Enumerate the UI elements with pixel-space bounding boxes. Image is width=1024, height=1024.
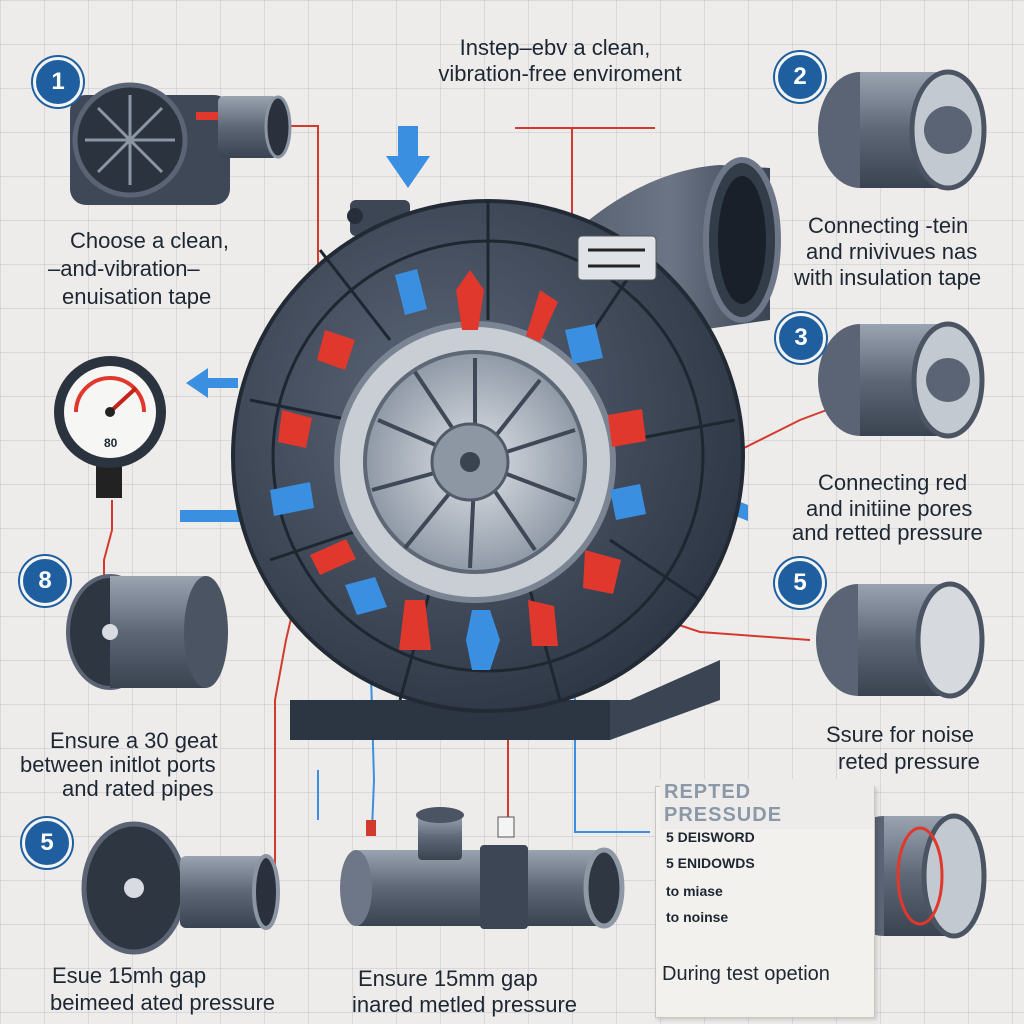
step5l-label-2: beimeed ated pressure [50,990,276,1015]
step5r-label-1: Ssure for noise [826,722,974,747]
step5r-label-2: reted pressure [838,749,980,774]
panel-line-1: 5 DEISWORD [666,829,755,845]
blower-step1 [70,82,292,205]
gauge-label: 80 [104,436,118,450]
title-line-1: Instep–ebv a clean, [459,35,651,60]
step-badge-5-right: 5 [775,558,825,608]
panel-line-3: to miase [666,883,723,899]
step8-label-3: and rated pipes [62,776,214,801]
center-label-2: inared metled pressure [352,992,578,1017]
step-badge-2: 2 [775,52,825,102]
step2-label-1: Connecting -tein [808,213,969,238]
red-markers [278,270,646,650]
blower-step8 [66,574,228,690]
pressure-gauge [54,356,166,498]
step-badge-1: 1 [33,57,83,107]
step3-label-3: and retted pressure [792,520,983,545]
step2-label-2: and rnivivues nas [806,239,978,264]
step1-label-1: Choose a clean, [70,228,229,253]
panel-footer: During test opetion [662,963,830,985]
step-badge-5-left: 5 [22,818,72,868]
panel-line-4: to noinse [666,909,729,925]
step1-label-3: enuisation tape [62,284,212,309]
step8-label-2: between initlot ports [20,752,216,777]
rated-pressure-panel: REPTED PRESSUDE 5 DEISWORD 5 ENIDOWDS to… [655,779,875,1018]
blower-step5-right [816,581,985,699]
center-label-1: Ensure 15mm gap [358,966,538,991]
step2-label-3: with insulation tape [794,265,982,290]
blue-markers [270,269,646,670]
center-pipe [340,807,625,929]
main-blower [231,157,781,740]
step3-label-1: Connecting red [818,470,968,495]
blower-step5-left [81,821,280,955]
title-line-2: vibration-free enviroment [438,61,682,86]
panel-line-2: 5 ENIDOWDS [666,855,755,871]
step1-label-2: –and-vibration– [48,256,200,281]
blower-step3 [818,321,985,439]
blower-panel [838,813,987,939]
step-badge-3: 3 [776,313,826,363]
blower-step2 [818,69,987,191]
step8-label-1: Ensure a 30 geat [50,728,218,753]
panel-title: REPTED PRESSUDE [660,779,874,829]
step3-label-2: and initiine pores [806,496,973,521]
step-badge-8: 8 [20,556,70,606]
step5l-label-1: Esue 15mh gap [52,963,207,988]
